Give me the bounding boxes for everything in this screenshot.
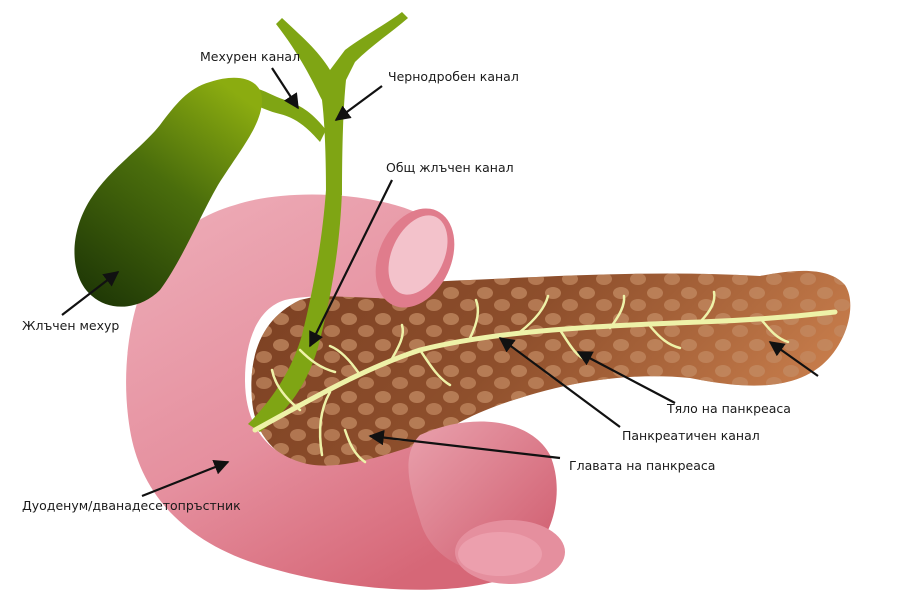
label-gallbladder: Жлъчен мехур <box>22 318 119 333</box>
arrow-duodenum <box>141 459 230 498</box>
duodenum-end-opening <box>458 532 542 576</box>
pancreas-lobules <box>251 270 851 474</box>
arrow-common-bile-duct <box>309 179 393 348</box>
arrow-pancreas-head-2 <box>368 429 561 460</box>
gallbladder-shape <box>74 77 262 307</box>
label-hepatic-duct: Чернодробен канал <box>388 69 519 84</box>
duodenum-top-opening <box>388 215 448 295</box>
label-pancreatic-duct: Панкреатичен канал <box>622 428 760 443</box>
arrow-pancreas-body <box>768 341 819 377</box>
label-duodenum: Дуоденум/дванадесетопръстник <box>22 498 241 513</box>
hepatic-duct-branches <box>276 12 408 195</box>
arrow-pancreas-head <box>498 337 621 428</box>
label-pancreas-body: Тяло на панкреаса <box>666 401 791 416</box>
label-common-bile-duct: Общ жлъчен канал <box>386 160 514 175</box>
label-pancreas-head: Главата на панкреаса <box>569 458 715 473</box>
arrow-hepatic-duct <box>334 85 383 121</box>
pancreatic-duct <box>252 290 838 464</box>
arrow-pancreatic-duct <box>576 351 676 404</box>
arrow-gallbladder <box>61 271 120 316</box>
label-cystic-duct: Мехурен канал <box>200 49 300 64</box>
label-arrows <box>61 67 819 498</box>
common-bile-duct <box>248 190 342 432</box>
arrow-cystic-duct <box>271 67 299 110</box>
